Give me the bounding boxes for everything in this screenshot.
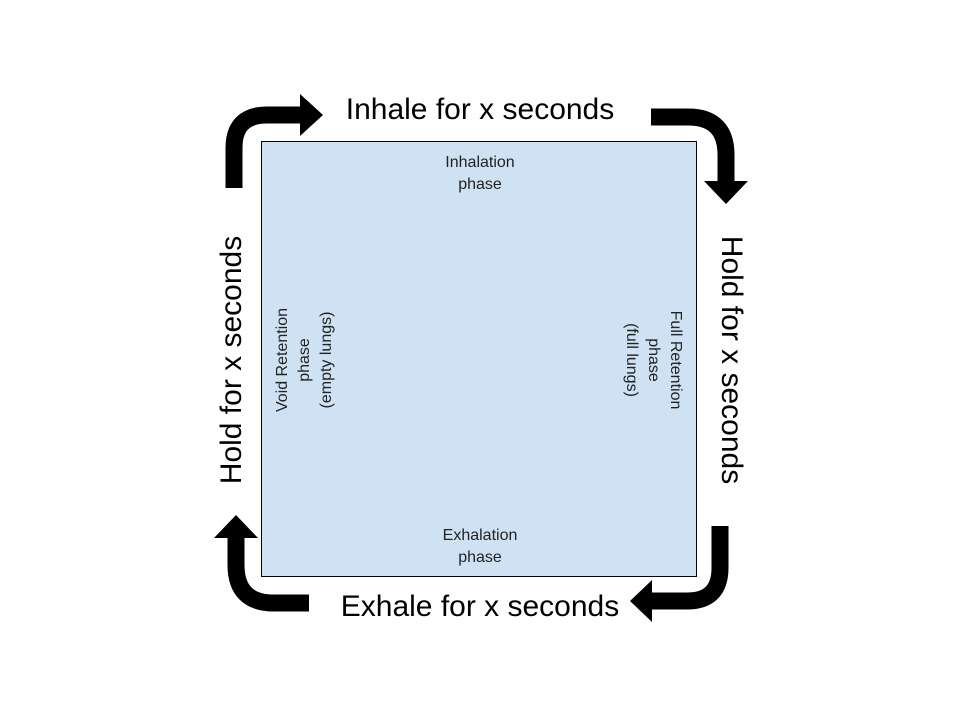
exhalation-phase-label: Exhalation phase (443, 525, 518, 569)
exhalation-phase-line2: phase (458, 549, 502, 566)
exhalation-phase-line1: Exhalation (442, 527, 518, 544)
curved-arrow-left-icon (630, 526, 729, 622)
inhalation-phase-line2: phase (458, 176, 502, 193)
void-retention-line3: (empty lungs) (318, 311, 335, 409)
hold-full-label: Hold for x seconds (715, 235, 748, 485)
phase-box (261, 141, 697, 577)
curved-arrow-down-icon (651, 108, 748, 204)
inhalation-phase-line1: Inhalation (445, 154, 515, 171)
curved-arrow-right-icon (225, 94, 323, 188)
full-retention-line1: Full Retention (667, 310, 684, 410)
void-retention-phase-label: Void Retention phase (empty lungs) (272, 308, 338, 412)
void-retention-line2: phase (296, 338, 313, 382)
full-retention-line2: phase (645, 338, 662, 382)
inhalation-phase-label: Inhalation phase (445, 152, 514, 196)
full-retention-line3: (full lungs) (623, 323, 640, 397)
curved-arrow-up-icon (214, 515, 309, 612)
void-retention-line1: Void Retention (274, 307, 291, 413)
hold-empty-label: Hold for x seconds (215, 235, 248, 485)
exhale-label: Exhale for x seconds (340, 590, 620, 623)
inhale-label: Inhale for x seconds (345, 93, 615, 126)
full-retention-phase-label: Full Retention phase (full lungs) (620, 311, 686, 410)
